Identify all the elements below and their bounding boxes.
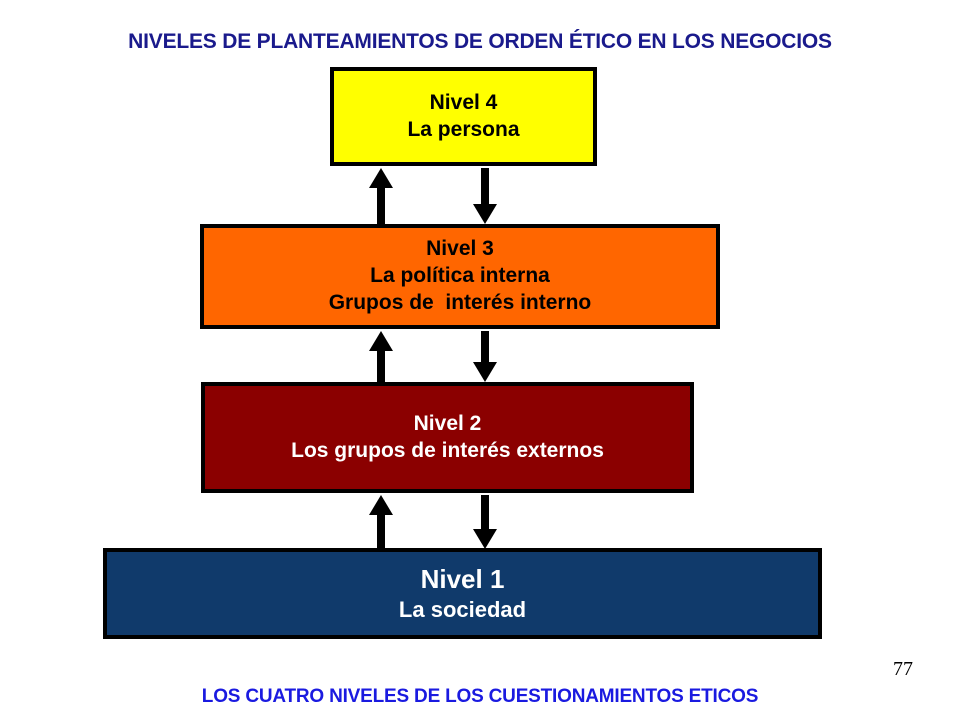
level-box-nivel1[interactable]: Nivel 1 La sociedad (103, 548, 822, 639)
level-box-nivel1-line-2: La sociedad (398, 597, 527, 623)
arrow-down-nivel2-to-nivel1 (472, 495, 498, 549)
level-box-nivel4-line-1: Nivel 4 (429, 90, 498, 114)
level-box-nivel3-line-1: Nivel 3 (426, 237, 494, 261)
level-box-nivel3[interactable]: Nivel 3 La política interna Grupos de in… (200, 224, 720, 329)
arrow-up-nivel1-to-nivel2 (368, 495, 394, 549)
bottom-caption: LOS CUATRO NIVELES DE LOS CUESTIONAMIENT… (201, 686, 759, 707)
arrow-up-nivel2-to-nivel3 (368, 331, 394, 382)
page-number: 77 (893, 658, 913, 680)
page-title: NIVELES DE PLANTEAMIENTOS DE ORDEN ÉTICO… (128, 30, 832, 53)
level-box-nivel3-line-3: Grupos de interés interno (328, 290, 592, 314)
arrow-down-nivel4-to-nivel3 (472, 168, 498, 224)
level-box-nivel2[interactable]: Nivel 2 Los grupos de interés externos (201, 382, 694, 493)
level-box-nivel4[interactable]: Nivel 4 La persona (330, 67, 597, 166)
arrow-up-nivel3-to-nivel4 (368, 168, 394, 224)
level-box-nivel2-line-1: Nivel 2 (413, 411, 482, 435)
level-box-nivel1-line-1: Nivel 1 (420, 563, 505, 594)
level-box-nivel3-line-2: La política interna (370, 264, 550, 288)
arrow-down-nivel3-to-nivel2 (472, 331, 498, 382)
level-box-nivel2-line-2: Los grupos de interés externos (291, 438, 604, 462)
level-box-nivel4-line-2: La persona (407, 117, 520, 141)
